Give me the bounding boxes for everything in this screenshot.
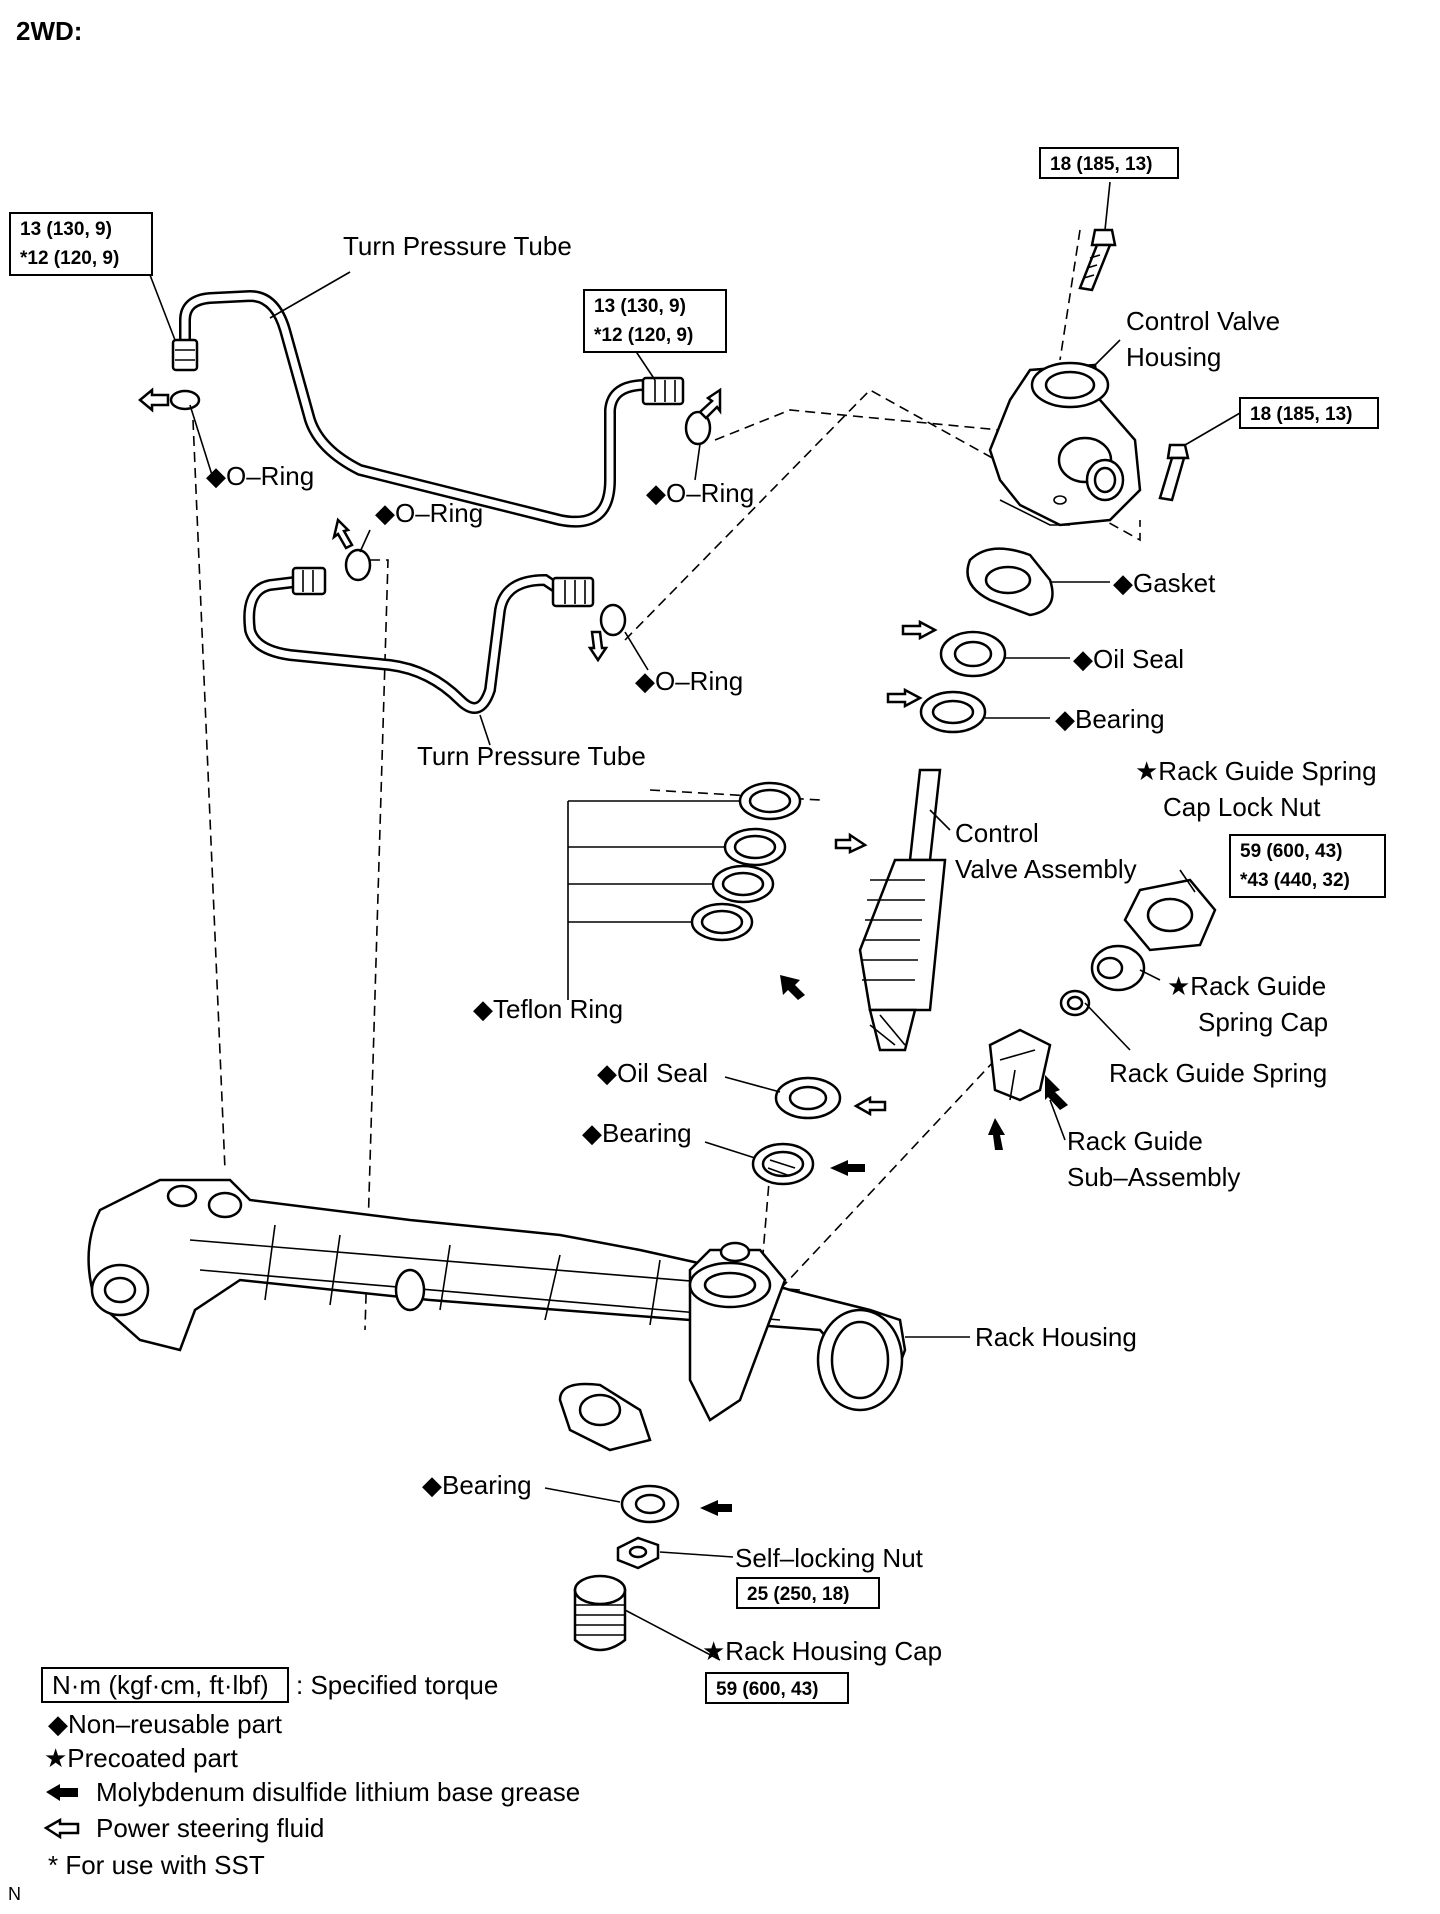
label-bearing-lower: ◆Bearing <box>422 1470 532 1500</box>
rack-housing <box>87 1178 907 1452</box>
turn-pressure-tube-upper <box>171 289 685 528</box>
label-control-valve-housing-2: Housing <box>1126 342 1221 372</box>
control-valve-bolts <box>1078 228 1190 502</box>
legend-grease-arrow-icon <box>46 1784 78 1801</box>
torque-lock-nut-2: *43 (440, 32) <box>1240 870 1350 891</box>
torque-lock-nut-1: 59 (600, 43) <box>1240 841 1342 862</box>
label-control-valve-assembly-1: Control <box>955 818 1039 848</box>
legend-fluid: Power steering fluid <box>96 1813 324 1843</box>
label-rack-guide-spring-cap-2: Spring Cap <box>1198 1007 1328 1037</box>
label-o-ring-1: ◆O–Ring <box>206 461 314 491</box>
torque-tube-upper-left-1: 13 (130, 9) <box>20 219 112 240</box>
fluid-arrow-icons <box>138 387 938 1117</box>
torque-rack-housing-cap: 59 (600, 43) <box>716 1679 818 1700</box>
o-ring-parts <box>169 389 712 637</box>
label-rack-housing-cap: ★Rack Housing Cap <box>702 1636 942 1666</box>
label-rack-guide-spring: Rack Guide Spring <box>1109 1058 1327 1088</box>
label-rack-guide-spring-cap-1: ★Rack Guide <box>1167 971 1326 1001</box>
label-gasket: ◆Gasket <box>1113 568 1216 598</box>
legend-sst: * For use with SST <box>48 1850 265 1880</box>
torque-boxes: 18 (185, 13) 13 (130, 9) *12 (120, 9) 13… <box>9 147 1386 1704</box>
legend-torque-unit: N·m (kgf·cm, ft·lbf) <box>52 1670 269 1700</box>
legend: N·m (kgf·cm, ft·lbf) : Specified torque … <box>41 1667 580 1880</box>
rack-guide-parts <box>988 878 1217 1102</box>
control-valve-housing <box>988 361 1142 527</box>
label-o-ring-2: ◆O–Ring <box>646 478 754 508</box>
legend-precoated: ★Precoated part <box>44 1743 239 1773</box>
label-control-valve-housing-1: Control Valve <box>1126 306 1280 336</box>
label-rack-guide-sub-assembly-2: Sub–Assembly <box>1067 1162 1240 1192</box>
torque-control-valve-bolt-top: 18 (185, 13) <box>1050 154 1152 175</box>
label-turn-pressure-tube-lower: Turn Pressure Tube <box>417 741 646 771</box>
label-lock-nut-2: Cap Lock Nut <box>1163 792 1321 822</box>
label-bearing-upper: ◆Bearing <box>1055 704 1165 734</box>
legend-fluid-arrow-icon <box>43 1817 80 1840</box>
label-control-valve-assembly-2: Valve Assembly <box>955 854 1137 884</box>
diagram-title: 2WD: <box>16 16 82 46</box>
lower-parts <box>573 1484 680 1652</box>
label-o-ring-3: ◆O–Ring <box>375 498 483 528</box>
label-oil-seal-lower: ◆Oil Seal <box>597 1058 708 1088</box>
leader-lines <box>149 181 1241 1661</box>
part-labels: Turn Pressure Tube ◆O–Ring ◆O–Ring ◆O–Ri… <box>8 231 1377 1904</box>
label-turn-pressure-tube-upper: Turn Pressure Tube <box>343 231 572 261</box>
torque-self-locking-nut: 25 (250, 18) <box>747 1584 849 1605</box>
label-self-locking-nut: Self–locking Nut <box>735 1543 924 1573</box>
label-teflon-ring: ◆Teflon Ring <box>473 994 623 1024</box>
corner-mark: N <box>8 1884 21 1904</box>
oil-seal-bearing-middle <box>751 1076 842 1186</box>
torque-tube-upper-mid-1: 13 (130, 9) <box>594 296 686 317</box>
legend-non-reusable: ◆Non–reusable part <box>48 1709 283 1739</box>
turn-pressure-tube-lower <box>243 566 595 714</box>
legend-grease: Molybdenum disulfide lithium base grease <box>96 1777 580 1807</box>
teflon-rings <box>567 781 802 1000</box>
label-oil-seal-upper: ◆Oil Seal <box>1073 644 1184 674</box>
label-o-ring-4: ◆O–Ring <box>635 666 743 696</box>
torque-tube-upper-mid-2: *12 (120, 9) <box>594 325 693 346</box>
label-rack-housing: Rack Housing <box>975 1322 1137 1352</box>
legend-torque-desc: : Specified torque <box>296 1670 498 1700</box>
gasket-seal-bearing-upper <box>919 547 1054 734</box>
torque-tube-upper-left-2: *12 (120, 9) <box>20 248 119 269</box>
label-bearing-middle: ◆Bearing <box>582 1118 692 1148</box>
label-lock-nut-1: ★Rack Guide Spring <box>1135 756 1377 786</box>
label-rack-guide-sub-assembly-1: Rack Guide <box>1067 1126 1203 1156</box>
grease-arrow-icons <box>700 975 1068 1516</box>
control-valve-assembly <box>858 768 947 1052</box>
torque-control-valve-bolt-right: 18 (185, 13) <box>1250 404 1352 425</box>
